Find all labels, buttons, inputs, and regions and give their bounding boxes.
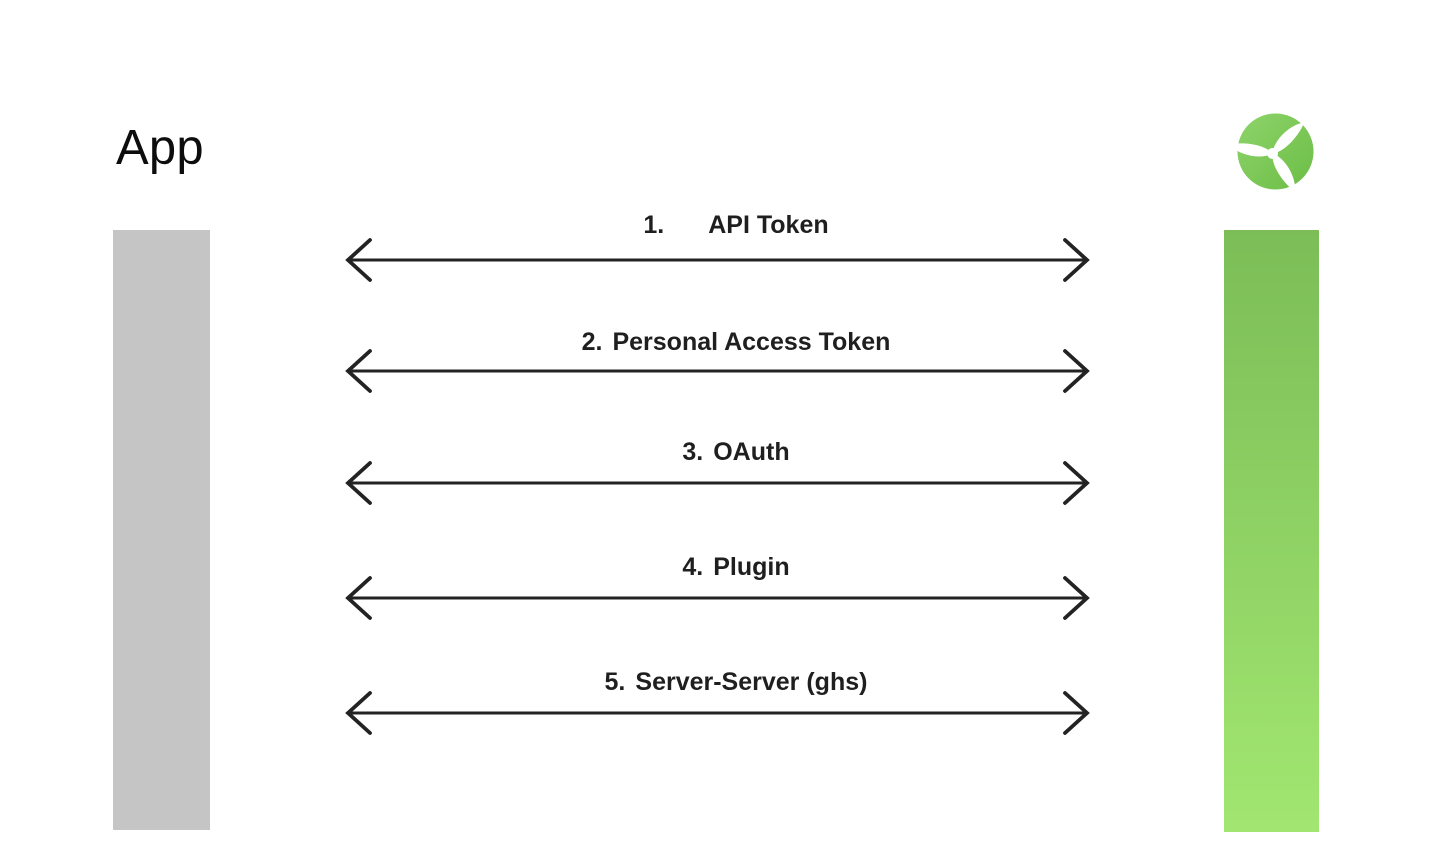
method-name: Personal Access Token [612,328,891,356]
double-arrow [345,576,1090,620]
auth-method-label: 1. API Token [344,210,1091,240]
method-name: Server-Server (ghs) [635,668,868,696]
auth-method-label: 3. OAuth [344,437,1091,467]
logo-propeller [1236,118,1310,191]
method-number: 4. [682,553,704,581]
propeller-logo-icon [1236,113,1314,191]
method-number: 2. [581,328,603,356]
service-lifeline-bar [1224,230,1319,832]
double-arrow [345,349,1090,393]
auth-method-label: 4. Plugin [344,552,1091,582]
method-name: OAuth [713,438,790,466]
method-number: 3. [682,438,704,466]
method-number: 1. [643,211,665,239]
method-number: 5. [604,668,626,696]
app-title: App [116,121,204,175]
app-lifeline-bar [113,230,210,830]
method-name: API Token [708,211,829,239]
double-arrow [345,691,1090,735]
method-name: Plugin [713,553,790,581]
double-arrow [345,461,1090,505]
auth-method-label: 2. Personal Access Token [344,327,1091,357]
double-arrow [345,238,1090,282]
auth-method-label: 5. Server-Server (ghs) [344,667,1091,697]
